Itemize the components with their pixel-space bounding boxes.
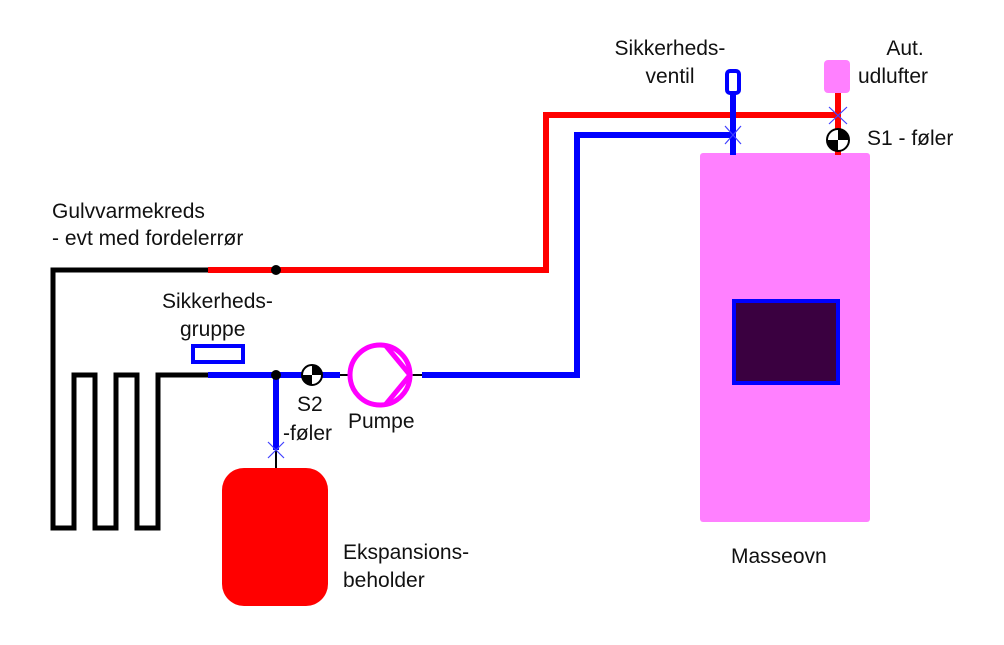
masseovn-label: Masseovn (731, 545, 827, 568)
safety-group-icon (191, 344, 245, 364)
s2-label-2: -føler (283, 422, 332, 445)
junction-dot (271, 370, 281, 380)
expansion-label: Ekspansions- (343, 541, 470, 564)
air-vent-label-2: udlufter (858, 65, 929, 88)
expansion-tank (222, 468, 328, 606)
floor-circuit-label: Gulvvarmekreds (52, 200, 205, 223)
floor-heating-loop (50, 267, 210, 531)
supply-pipe (208, 112, 838, 273)
masseovn-window (732, 299, 840, 385)
s1-label: S1 - føler (867, 127, 954, 150)
safety-valve-label: Sikkerheds- (614, 37, 726, 60)
s2-label: S2 (297, 393, 323, 416)
s1-sensor-icon (826, 128, 850, 152)
safety-valve-label-2: ventil (645, 65, 695, 88)
safety-valve-icon (725, 69, 741, 95)
pump-icon (347, 342, 414, 408)
expansion-label-2: beholder (343, 569, 425, 592)
junction-dot (271, 265, 281, 275)
floor-circuit-sublabel: - evt med fordelerrør (52, 227, 244, 250)
return-pipe (422, 132, 733, 378)
air-vent-icon (824, 60, 850, 93)
air-vent-label: Aut. (886, 37, 924, 60)
safety-group-label-2: gruppe (180, 318, 246, 341)
s2-sensor-icon (301, 364, 323, 386)
cross-marks (267, 106, 848, 459)
safety-group-label: Sikkerheds- (162, 290, 273, 313)
pump-label: Pumpe (348, 410, 415, 433)
